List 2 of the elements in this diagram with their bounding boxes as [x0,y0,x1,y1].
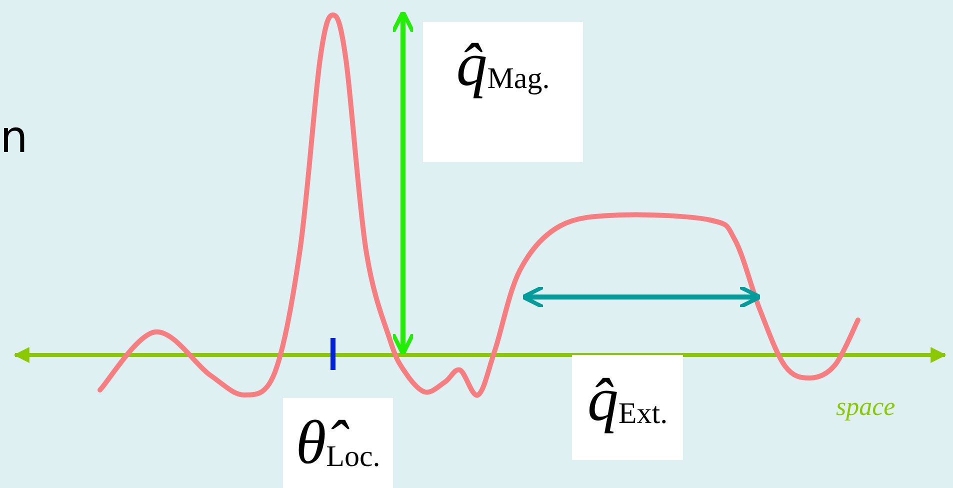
text-fragment: n [0,112,28,163]
axis-label: space [836,392,896,422]
